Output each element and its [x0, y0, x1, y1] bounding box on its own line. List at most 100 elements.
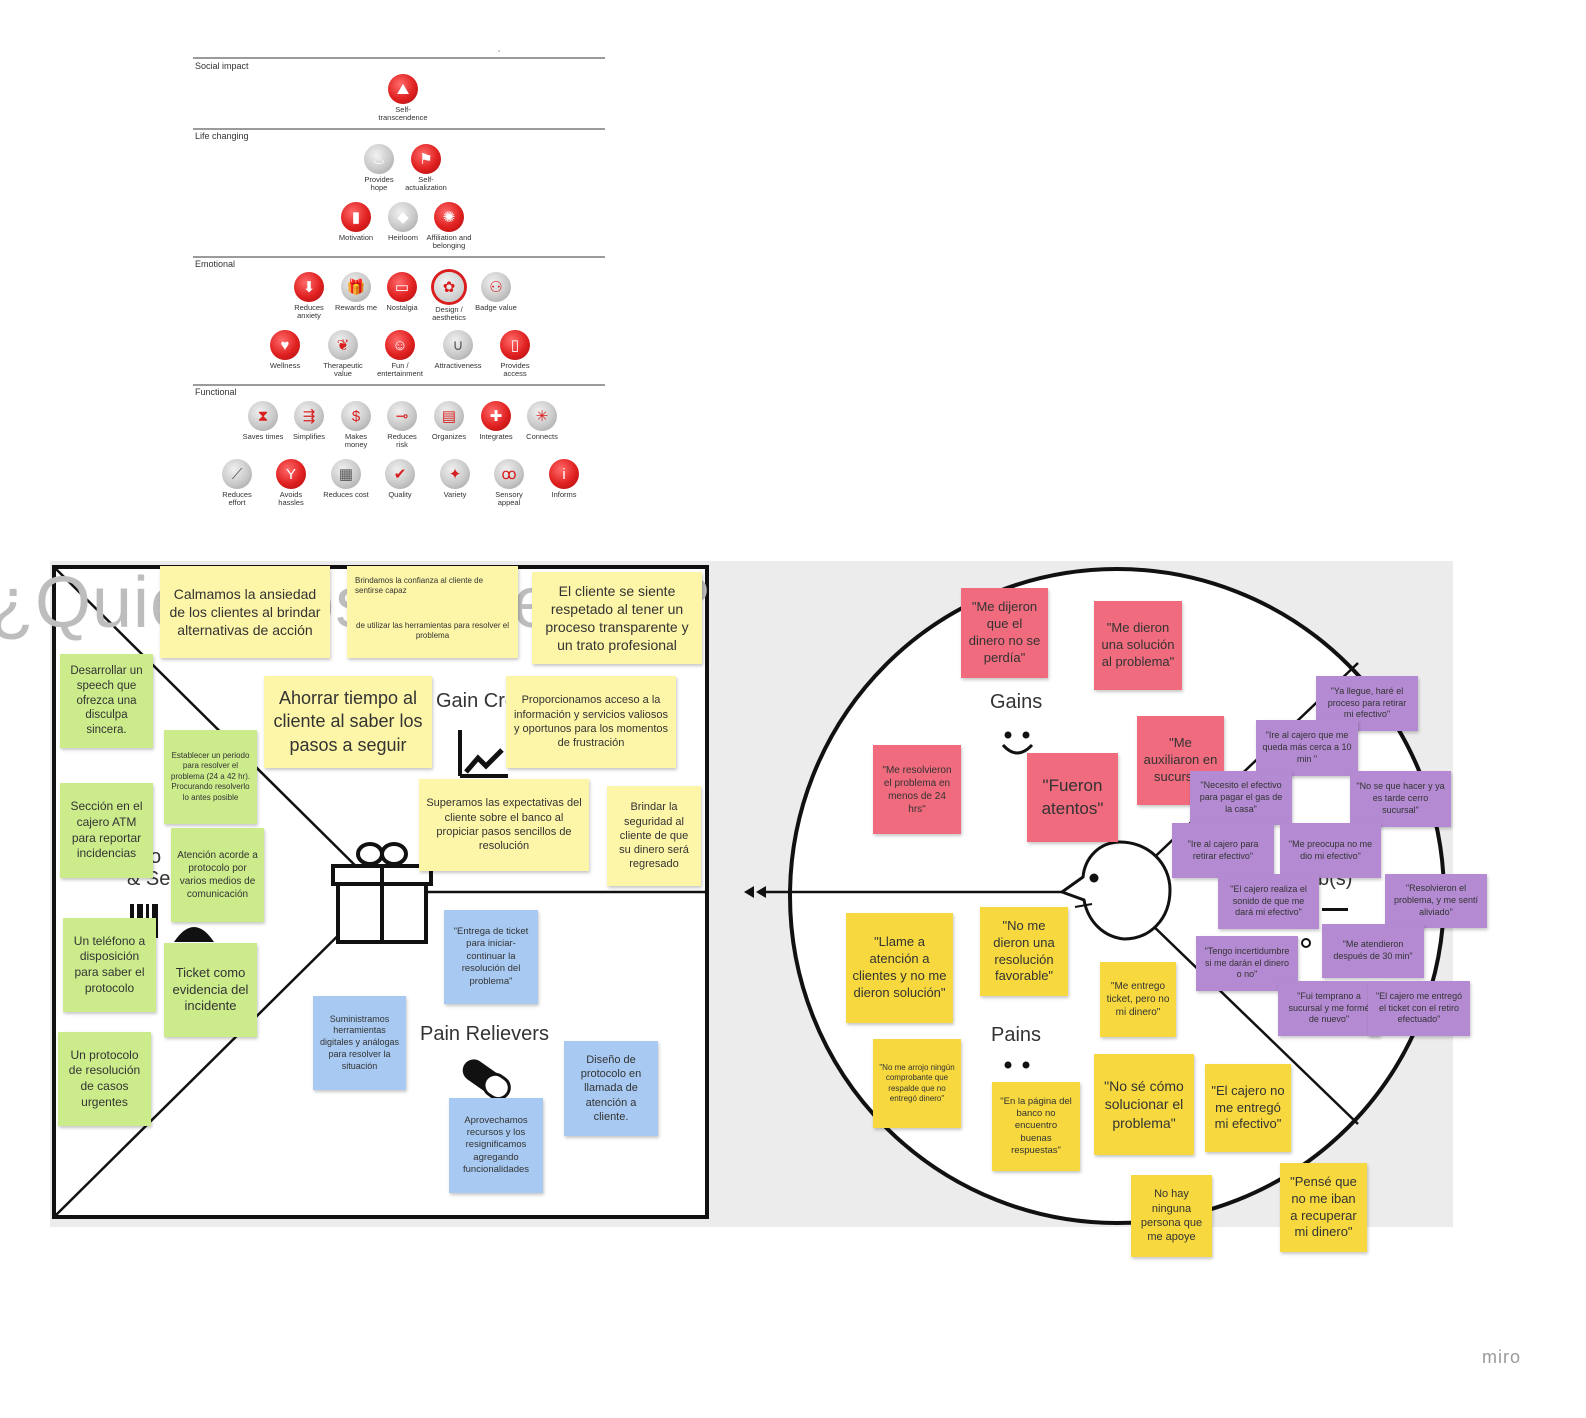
pyramid-item: ⧗ Saves times	[232, 401, 294, 441]
pyramid-item: ▦ Reduces cost	[315, 459, 377, 499]
sticky-note[interactable]: Diseño de protocolo en llamada de atenci…	[564, 1041, 658, 1136]
sticky-note[interactable]: "Necesito el efectivo para pagar el gas …	[1190, 771, 1292, 825]
sticky-note[interactable]: "Pensé que no me iban a recuperar mi din…	[1280, 1163, 1367, 1252]
pyramid-top-dot	[498, 50, 500, 52]
jobs-dash-icon	[1322, 908, 1348, 911]
sticky-note[interactable]: "No sé cómo solucionar el problema"	[1094, 1054, 1194, 1155]
divider	[193, 57, 605, 59]
item-label: Provides hope	[364, 175, 394, 192]
sticky-note[interactable]: Sección en el cajero ATM para reportar i…	[60, 783, 153, 878]
smiley-mouth-icon	[1001, 743, 1034, 755]
sticky-text: de utilizar las herramientas para resolv…	[356, 620, 509, 641]
pains-label: Pains	[991, 1024, 1042, 1046]
sticky-note[interactable]: "El cajero no me entregó mi efectivo"	[1205, 1064, 1291, 1152]
item-label: Fun / entertainment	[377, 361, 423, 378]
sticky-note[interactable]: Brindar la seguridad al cliente de que s…	[607, 786, 701, 886]
sticky-note[interactable]: "No me arrojo ningún comprobante que res…	[873, 1039, 961, 1128]
pyramid-item: ✦ Variety	[424, 459, 486, 499]
sticky-note[interactable]: No hay ninguna persona que me apoye	[1131, 1175, 1212, 1257]
products-label-partial: o	[150, 846, 162, 868]
gain-chart-icon	[458, 730, 508, 778]
sticky-note[interactable]: Superamos las expectativas del cliente s…	[419, 779, 589, 871]
smiley-eye-icon	[1004, 731, 1012, 739]
pyramid-item: ⊸ Reduces risk	[371, 401, 433, 449]
pyramid-item: i Informs	[533, 459, 595, 499]
pyramid-item: ☺ Fun / entertainment	[369, 330, 431, 378]
sticky-note[interactable]: Desarrollar un speech que ofrezca una di…	[60, 654, 153, 748]
pyramid-item: ✔ Quality	[369, 459, 431, 499]
item-label: Self- actualization	[405, 175, 447, 192]
sticky-note[interactable]: El cliente se siente respetado al tener …	[532, 572, 702, 664]
motivation-icon: ▮	[341, 202, 371, 232]
sticky-note[interactable]: Un protocolo de resolución de casos urge…	[58, 1032, 151, 1126]
pyramid-item: ⚑ Self- actualization	[395, 144, 457, 192]
organizes-icon: ▤	[434, 401, 464, 431]
sticky-note[interactable]: Proporcionamos acceso a la información y…	[506, 676, 676, 768]
sticky-note[interactable]: "No se que hacer y ya es tarde cerro suc…	[1350, 771, 1451, 827]
sticky-note[interactable]: "Ire al cajero para retirar efectivo"	[1172, 823, 1274, 878]
sticky-note[interactable]: "Resolvieron el problema, y me sentí ali…	[1385, 874, 1487, 928]
item-label: Organizes	[431, 432, 467, 441]
reduces-anxiety-icon: ⬇	[294, 272, 324, 302]
item-label: Provides access	[500, 361, 530, 378]
smiley-eye-icon	[1022, 731, 1030, 739]
sad-eye-icon	[1022, 1061, 1030, 1069]
sticky-note[interactable]: Ticket como evidencia del incidente	[164, 943, 257, 1037]
item-label: Affiliation and belonging	[426, 233, 472, 250]
fun-entertainment-icon: ☺	[385, 330, 415, 360]
pyramid-item: ⛰ Self- transcendence	[372, 74, 434, 122]
pyramid-item: ✺ Affiliation and belonging	[418, 202, 480, 250]
item-label: Saves times	[242, 432, 284, 441]
sticky-note[interactable]: "Llame a atención a clientes y no me die…	[846, 913, 953, 1023]
connects-icon: ✳	[527, 401, 557, 431]
sticky-note[interactable]: Brindamos la confianza al cliente de sen…	[347, 566, 518, 658]
provides-hope-icon: ♨	[364, 144, 394, 174]
pyramid-item: ⇶ Simplifies	[278, 401, 340, 441]
sticky-note[interactable]: "El cajero me entregó el ticket con el r…	[1368, 981, 1470, 1036]
level-title: Life changing	[195, 131, 249, 141]
sticky-note[interactable]: "Fueron atentos"	[1027, 753, 1118, 842]
sticky-note[interactable]: "Me atendieron después de 30 min"	[1322, 924, 1424, 978]
pyramid-item: ◆ Heirloom	[372, 202, 434, 242]
sticky-note[interactable]: Atención acorde a protocolo por varios m…	[171, 828, 264, 922]
sticky-note[interactable]: "Me dijeron que el dinero no se perdía"	[961, 588, 1048, 678]
item-label: Informs	[551, 490, 577, 499]
sticky-note[interactable]: "El cajero realiza el sonido de que me d…	[1218, 874, 1319, 929]
reduces-cost-icon: ▦	[331, 459, 361, 489]
item-label: Self- transcendence	[378, 105, 428, 122]
sticky-note[interactable]: Establecer un periodo para resolver el p…	[164, 730, 257, 824]
sticky-note[interactable]: Un teléfono a disposición para saber el …	[63, 918, 156, 1012]
rewards-me-icon: 🎁	[341, 272, 371, 302]
sticky-note[interactable]: Calmamos la ansiedad de los clientes al …	[160, 566, 330, 658]
therapeutic-value-icon: ❦	[328, 330, 358, 360]
pain-relievers-label: Pain Relievers	[420, 1023, 549, 1045]
item-label: Reduces cost	[323, 490, 369, 499]
item-label: Motivation	[338, 233, 374, 242]
sticky-note[interactable]: "Fui temprano a sucursal y me formé de n…	[1278, 981, 1380, 1036]
pyramid-item: ✚ Integrates	[465, 401, 527, 441]
gains-label: Gains	[990, 691, 1043, 713]
provides-access-icon: ▯	[500, 330, 530, 360]
sticky-note[interactable]: "Entrega de ticket para iniciar-continua…	[444, 910, 538, 1004]
avoids-hassles-icon: Y	[276, 459, 306, 489]
item-label: Connects	[526, 432, 558, 441]
makes-money-icon: $	[341, 401, 371, 431]
sticky-note[interactable]: "En la página del banco no encuentro bue…	[992, 1082, 1080, 1171]
item-label: Sensory appeal	[495, 490, 523, 507]
sticky-note[interactable]: "Me entrego ticket, pero no mi dinero"	[1100, 962, 1176, 1037]
pyramid-item: ▭ Nostalgia	[371, 272, 433, 312]
gift-icon	[331, 842, 433, 944]
sticky-note[interactable]: Suministramos herramientas digitales y a…	[313, 996, 406, 1090]
sticky-note[interactable]: Aprovechamos recursos y los resignificam…	[449, 1098, 543, 1193]
pyramid-item: ♥ Wellness	[254, 330, 316, 370]
item-label: Makes money	[344, 432, 368, 449]
sticky-note[interactable]: "Ire al cajero que me queda más cerca a …	[1256, 720, 1358, 776]
sticky-note[interactable]: "Me preocupa no me dio mi efectivo"	[1280, 823, 1381, 878]
sticky-note[interactable]: "Me resolvieron el problema en menos de …	[873, 745, 961, 834]
sticky-note[interactable]: "Me dieron una solución al problema"	[1094, 601, 1182, 690]
variety-icon: ✦	[440, 459, 470, 489]
sticky-note[interactable]: Ahorrar tiempo al cliente al saber los p…	[264, 676, 432, 768]
pyramid-item: 🎁 Rewards me	[325, 272, 387, 312]
customer-profile-lines	[744, 662, 1359, 1125]
sticky-note[interactable]: "No me dieron una resolución favorable"	[980, 907, 1068, 996]
